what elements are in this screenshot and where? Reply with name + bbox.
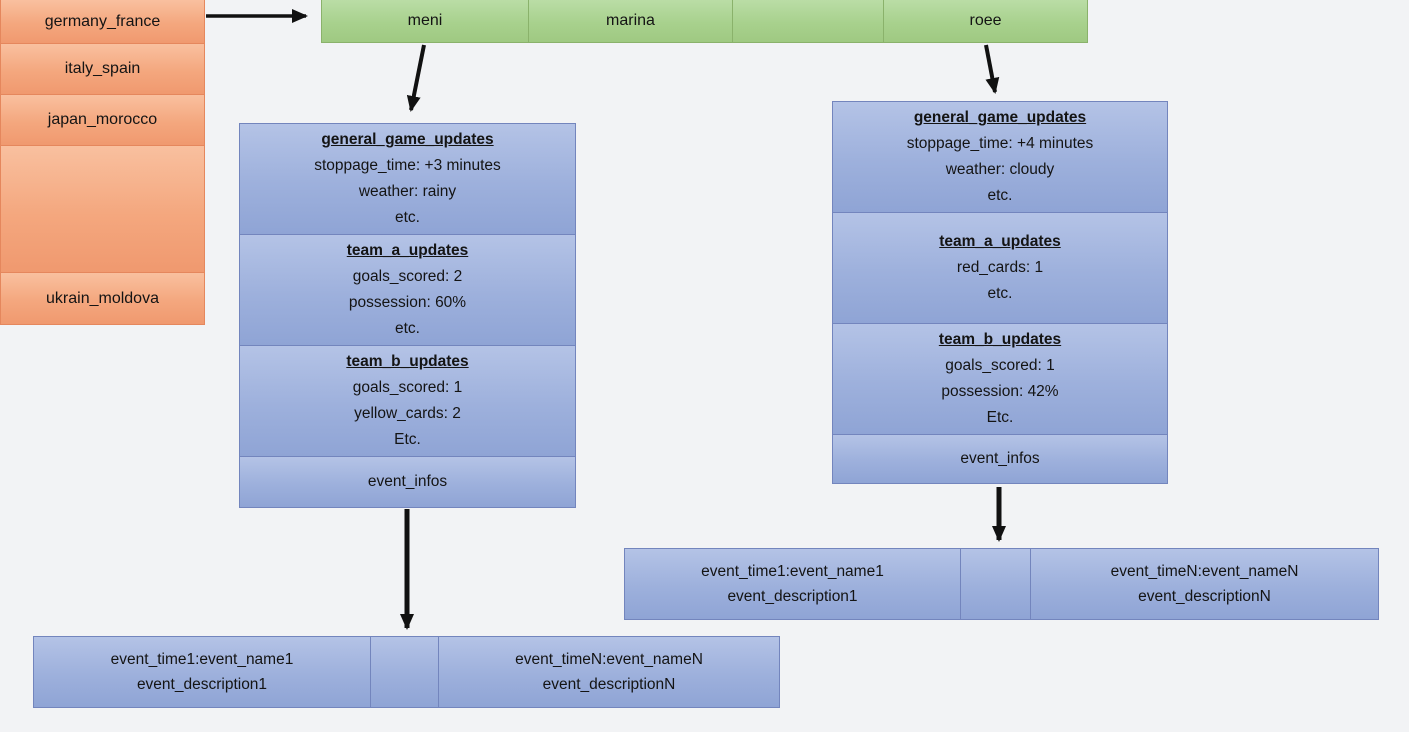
game-queue-item-italy-spain: italy_spain: [0, 43, 205, 95]
section-line: weather: cloudy: [945, 161, 1055, 178]
event-cell-ellipsis: [371, 637, 439, 707]
event-description-line: event_descriptionN: [1138, 588, 1271, 605]
section-line: etc.: [395, 209, 420, 226]
consumer-cell-marina: marina: [529, 0, 733, 42]
consumer-cell-roee: roee: [969, 12, 1002, 29]
game2-event-infos-section: event_infos: [832, 434, 1168, 484]
arrow-roee-to-game2-stack: [984, 44, 1000, 94]
game2-events-row: event_time1:event_name1 event_descriptio…: [624, 548, 1379, 620]
event-description-line: event_description1: [136, 676, 268, 693]
arrow-meni-to-game1-stack: [406, 44, 426, 112]
section-line: stoppage_time: +3 minutes: [314, 157, 501, 174]
section-title: team_a_updates: [346, 242, 469, 259]
section-line: goals_scored: 1: [352, 379, 463, 396]
section-line: yellow_cards: 2: [354, 405, 461, 422]
section-line: etc.: [395, 320, 420, 337]
game2-general-game-updates-section: general_game_updates stoppage_time: +4 m…: [832, 101, 1168, 213]
game2-updates-stack: general_game_updates stoppage_time: +4 m…: [832, 101, 1168, 484]
section-line: red_cards: 1: [956, 259, 1044, 276]
section-line: goals_scored: 2: [352, 268, 463, 285]
event-cell-last: event_timeN:event_nameN event_descriptio…: [439, 637, 779, 707]
game1-updates-stack: general_game_updates stoppage_time: +3 m…: [239, 123, 576, 508]
game1-team-a-updates-section: team_a_updates goals_scored: 2 possessio…: [239, 234, 576, 346]
game1-event-infos-section: event_infos: [239, 456, 576, 508]
game-queue-item-japan-morocco: japan_morocco: [0, 94, 205, 146]
game2-team-a-updates-section: team_a_updates red_cards: 1 etc.: [832, 212, 1168, 324]
section-title: team_b_updates: [938, 331, 1062, 348]
game1-events-row: event_time1:event_name1 event_descriptio…: [33, 636, 780, 708]
consumers-row: meni marina roee: [321, 0, 1088, 43]
event-description-line: event_descriptionN: [542, 676, 676, 693]
event-infos-label: event_infos: [367, 473, 448, 490]
event-cell-first: event_time1:event_name1 event_descriptio…: [34, 637, 371, 707]
game-queue-ellipsis-box: [0, 145, 205, 273]
section-line: etc.: [987, 285, 1013, 302]
event-name-line: event_time1:event_name1: [701, 563, 884, 580]
section-title: general_game_updates: [913, 109, 1087, 126]
section-line: weather: rainy: [358, 183, 457, 200]
game2-team-b-updates-section: team_b_updates goals_scored: 1 possessio…: [832, 323, 1168, 435]
section-title: general_game_updates: [321, 131, 494, 148]
event-name-line: event_timeN:event_nameN: [1110, 563, 1299, 580]
event-name-line: event_timeN:event_nameN: [515, 651, 703, 668]
consumer-cell-meni: meni: [322, 0, 529, 42]
event-cell-last: event_timeN:event_nameN event_descriptio…: [1031, 549, 1378, 619]
game1-team-b-updates-section: team_b_updates goals_scored: 1 yellow_ca…: [239, 345, 576, 457]
section-title: team_a_updates: [939, 233, 1061, 250]
game-queue-item-germany-france: germany_france: [0, 0, 205, 44]
section-line: goals_scored: 1: [945, 357, 1055, 374]
section-line: etc.: [987, 187, 1013, 204]
section-line: possession: 60%: [348, 294, 467, 311]
game-queue-item-ukrain-moldova: ukrain_moldova: [0, 272, 205, 325]
section-line: possession: 42%: [941, 383, 1059, 400]
section-title: team_b_updates: [346, 353, 469, 370]
event-description-line: event_description1: [727, 588, 858, 605]
event-cell-first: event_time1:event_name1 event_descriptio…: [625, 549, 961, 619]
event-cell-ellipsis: [961, 549, 1031, 619]
section-line: stoppage_time: +4 minutes: [906, 135, 1094, 152]
section-line: Etc.: [394, 431, 421, 448]
event-name-line: event_time1:event_name1: [110, 651, 294, 668]
section-line: Etc.: [986, 409, 1014, 426]
event-infos-label: event_infos: [960, 450, 1040, 467]
game1-general-game-updates-section: general_game_updates stoppage_time: +3 m…: [239, 123, 576, 235]
consumer-cell-ellipsis: [733, 0, 884, 42]
